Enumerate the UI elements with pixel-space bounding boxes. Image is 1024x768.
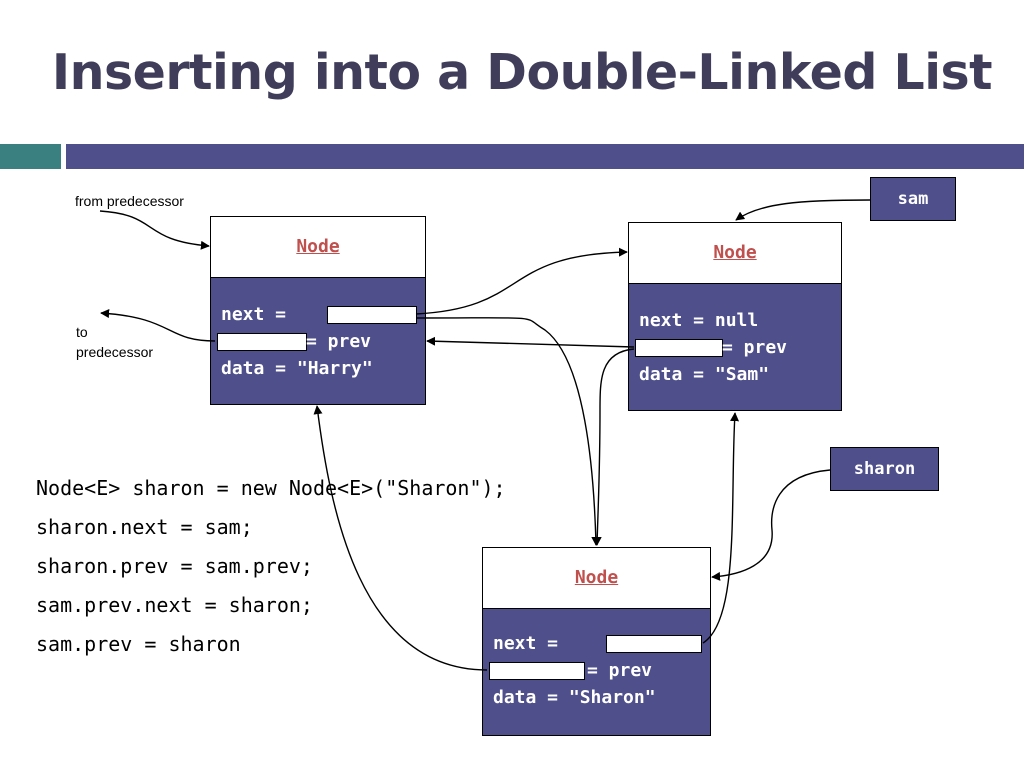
node-sam-next: next = null: [639, 310, 759, 331]
arrow-harry-next-to-sam: [415, 247, 628, 315]
title-accent-bar: [66, 144, 1024, 169]
node-harry: Node next = = prev data = "Harry": [210, 216, 426, 405]
to-predecessor-label-line1: to: [76, 324, 88, 340]
node-sam-data: data = "Sam": [639, 364, 770, 385]
code-line-4: sam.prev.next = sharon;: [36, 593, 313, 617]
arrow-sam-prev-to-harry: [426, 336, 635, 348]
node-harry-prev-slot: [217, 333, 307, 351]
arrow-sam-prev-to-sharon: [592, 348, 635, 546]
node-sharon: Node next = = prev data = "Sharon": [482, 547, 711, 736]
node-sharon-next: next =: [493, 633, 559, 654]
to-predecessor-label-line2: predecessor: [76, 344, 154, 360]
variable-sharon: sharon: [830, 447, 939, 491]
arrow-harry-next-to-sharon: [415, 317, 601, 546]
code-line-2: sharon.next = sam;: [36, 515, 253, 539]
code-line-1: Node<E> sharon = new Node<E>("Sharon");: [36, 476, 506, 500]
node-sam-prev-slot: [635, 339, 723, 357]
node-sam-header: Node: [629, 223, 841, 284]
from-predecessor-label: from predecessor: [75, 193, 184, 209]
node-harry-data: data = "Harry": [221, 358, 373, 379]
node-sharon-header: Node: [483, 548, 710, 609]
code-line-5: sam.prev = sharon: [36, 632, 241, 656]
title-accent-teal: [0, 144, 61, 169]
code-line-3: sharon.prev = sam.prev;: [36, 554, 313, 578]
node-sharon-prev-slot: [489, 662, 585, 680]
arrow-sharon-prev-to-harry: [313, 405, 488, 671]
arrow-sam-variable-to-sam-node: [735, 199, 871, 221]
node-sharon-data: data = "Sharon": [493, 687, 656, 708]
arrow-from-predecessor: [99, 210, 210, 250]
slide-title: Inserting into a Double-Linked List: [51, 44, 993, 101]
node-sam: Node next = null = prev data = "Sam": [628, 222, 842, 411]
node-harry-next-slot: [327, 306, 417, 324]
arrow-to-predecessor: [100, 309, 216, 342]
node-harry-prev: = prev: [306, 331, 372, 352]
node-harry-next: next =: [221, 304, 287, 325]
node-harry-header: Node: [211, 217, 425, 278]
node-sharon-prev: = prev: [587, 660, 653, 681]
node-sam-prev: = prev: [722, 337, 788, 358]
node-sharon-next-slot: [606, 635, 702, 653]
variable-sam: sam: [870, 177, 956, 221]
arrow-sharon-variable-to-sharon-node: [711, 469, 831, 581]
arrow-sharon-next-to-sam: [702, 412, 740, 644]
